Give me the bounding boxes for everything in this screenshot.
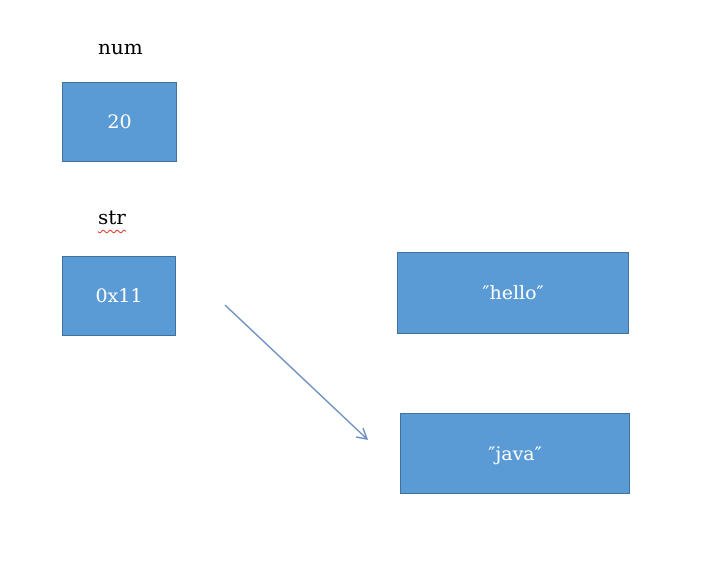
var-value-num: 20 bbox=[107, 111, 132, 133]
var-box-str: 0x11 bbox=[62, 256, 176, 336]
heap-value-java: ″java″ bbox=[488, 442, 542, 465]
heap-box-hello: ″hello″ bbox=[397, 252, 629, 334]
var-label-str: str bbox=[98, 205, 126, 229]
reference-arrow-str-to-java bbox=[224, 304, 368, 440]
heap-value-hello: ″hello″ bbox=[482, 282, 544, 304]
var-label-num: num bbox=[98, 35, 143, 59]
heap-box-java: ″java″ bbox=[400, 413, 630, 494]
var-box-num: 20 bbox=[62, 82, 177, 162]
var-value-str: 0x11 bbox=[95, 285, 143, 307]
reference-arrow-head bbox=[355, 427, 369, 440]
